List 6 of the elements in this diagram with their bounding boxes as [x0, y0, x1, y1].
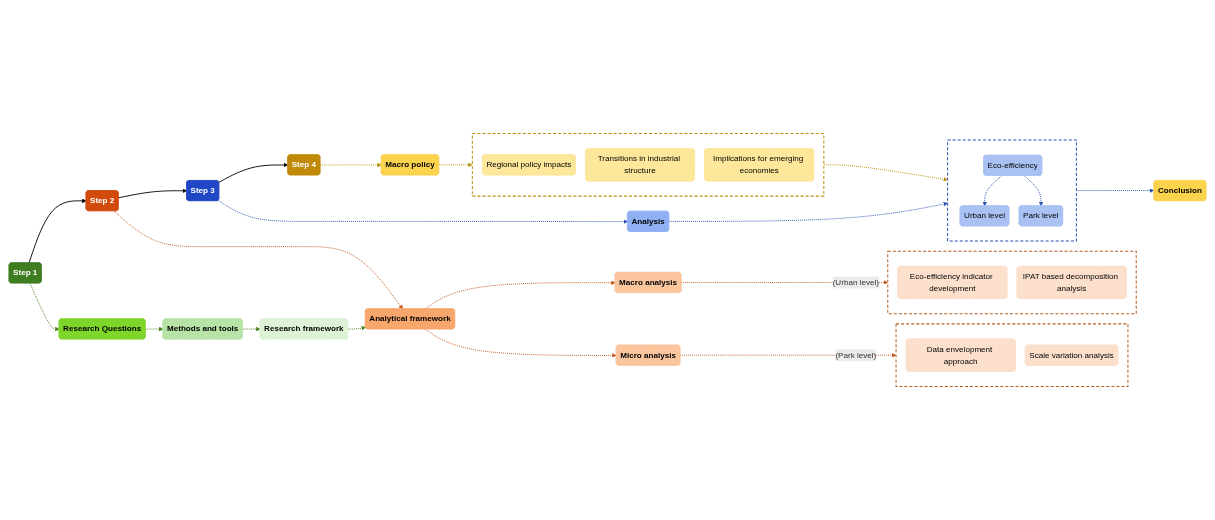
cluster [895, 323, 1129, 387]
edge-label: (Park level) [835, 350, 877, 360]
cluster [887, 250, 1137, 315]
cluster [947, 139, 1077, 242]
cluster [471, 133, 825, 197]
edge-label: (Urban level) [832, 277, 879, 287]
